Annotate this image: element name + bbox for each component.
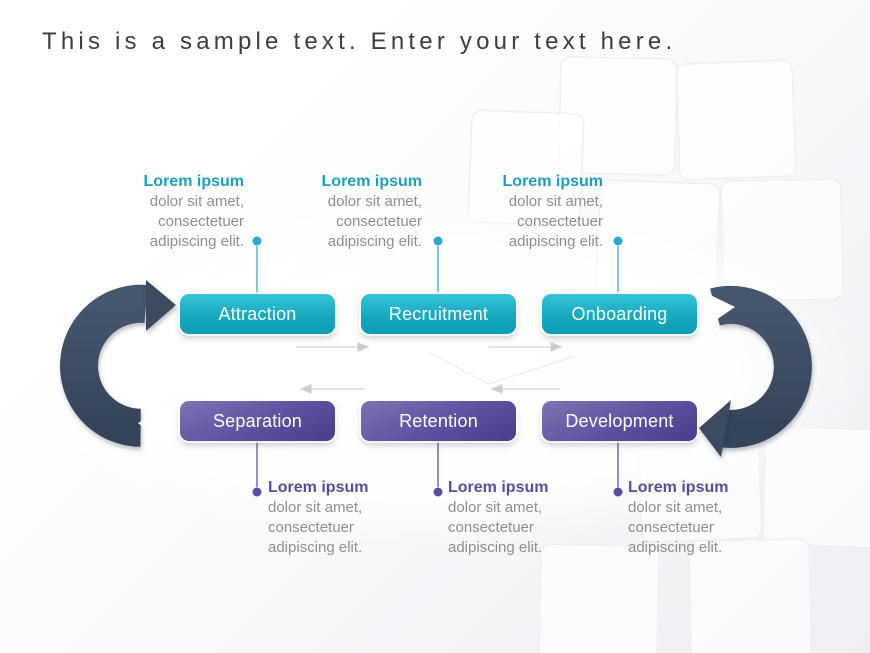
cycle-arrow-left	[60, 280, 176, 448]
flow-arrows	[296, 342, 563, 394]
step-attraction[interactable]: Attraction	[180, 294, 335, 334]
note-attraction: Lorem ipsum dolor sit amet, consectetuer…	[122, 172, 244, 252]
left-arrowhead	[146, 280, 176, 331]
left-tail-notch	[138, 406, 172, 448]
note-heading: Lorem ipsum	[143, 173, 244, 190]
note-onboarding: Lorem ipsum dolor sit amet, consectetuer…	[481, 172, 603, 252]
step-separation[interactable]: Separation	[180, 401, 335, 441]
step-recruitment[interactable]: Recruitment	[361, 294, 516, 334]
note-body: dolor sit amet, consectetuer adipiscing …	[628, 499, 723, 556]
slide-title: This is a sample text. Enter your text h…	[42, 28, 677, 55]
note-development: Lorem ipsum dolor sit amet, consectetuer…	[628, 478, 750, 558]
right-tail-notch	[698, 289, 735, 331]
note-heading: Lorem ipsum	[321, 173, 422, 190]
note-recruitment: Lorem ipsum dolor sit amet, consectetuer…	[300, 172, 422, 252]
step-retention[interactable]: Retention	[361, 401, 516, 441]
step-onboarding[interactable]: Onboarding	[542, 294, 697, 334]
background-cubes	[467, 56, 870, 653]
note-separation: Lorem ipsum dolor sit amet, consectetuer…	[268, 478, 390, 558]
note-body: dolor sit amet, consectetuer adipiscing …	[327, 193, 422, 250]
note-body: dolor sit amet, consectetuer adipiscing …	[268, 499, 363, 556]
note-body: dolor sit amet, consectetuer adipiscing …	[448, 499, 543, 556]
note-heading: Lorem ipsum	[448, 479, 549, 496]
step-development[interactable]: Development	[542, 401, 697, 441]
note-retention: Lorem ipsum dolor sit amet, consectetuer…	[448, 478, 570, 558]
note-heading: Lorem ipsum	[628, 479, 729, 496]
background-diagonals	[427, 351, 576, 385]
cycle-arrow-right	[698, 286, 812, 457]
note-body: dolor sit amet, consectetuer adipiscing …	[149, 193, 244, 250]
note-body: dolor sit amet, consectetuer adipiscing …	[508, 193, 603, 250]
right-arrowhead	[699, 400, 731, 457]
note-heading: Lorem ipsum	[502, 173, 603, 190]
note-heading: Lorem ipsum	[268, 479, 369, 496]
